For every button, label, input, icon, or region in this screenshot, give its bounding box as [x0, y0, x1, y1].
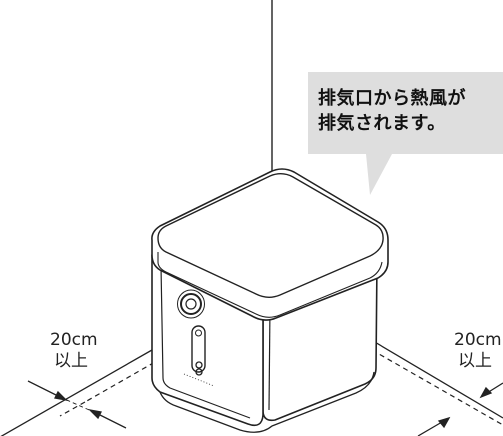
- callout-text: 排気口から熱風が 排気されます。: [318, 86, 498, 136]
- device-base: [159, 371, 375, 433]
- left-clearance-qualifier: 以上: [54, 351, 88, 371]
- callout-line-2: 排気されます。: [318, 113, 446, 134]
- heater-device: [151, 168, 389, 433]
- device-controls: [177, 289, 215, 387]
- clearance-dashed-lines: [59, 349, 503, 426]
- right-clearance-arrows: [417, 382, 503, 436]
- wall-base-lines: [0, 337, 503, 436]
- left-clearance-arrows: [27, 380, 127, 429]
- right-clearance-distance: 20cm: [454, 330, 502, 350]
- left-clearance-distance: 20cm: [50, 330, 98, 350]
- right-clearance-qualifier: 以上: [458, 351, 492, 371]
- indicator-slot-icon: [191, 325, 206, 373]
- device-logo-icon: [195, 361, 203, 376]
- callout-balloon: [308, 72, 503, 195]
- callout-line-1: 排気口から熱風が: [318, 88, 466, 109]
